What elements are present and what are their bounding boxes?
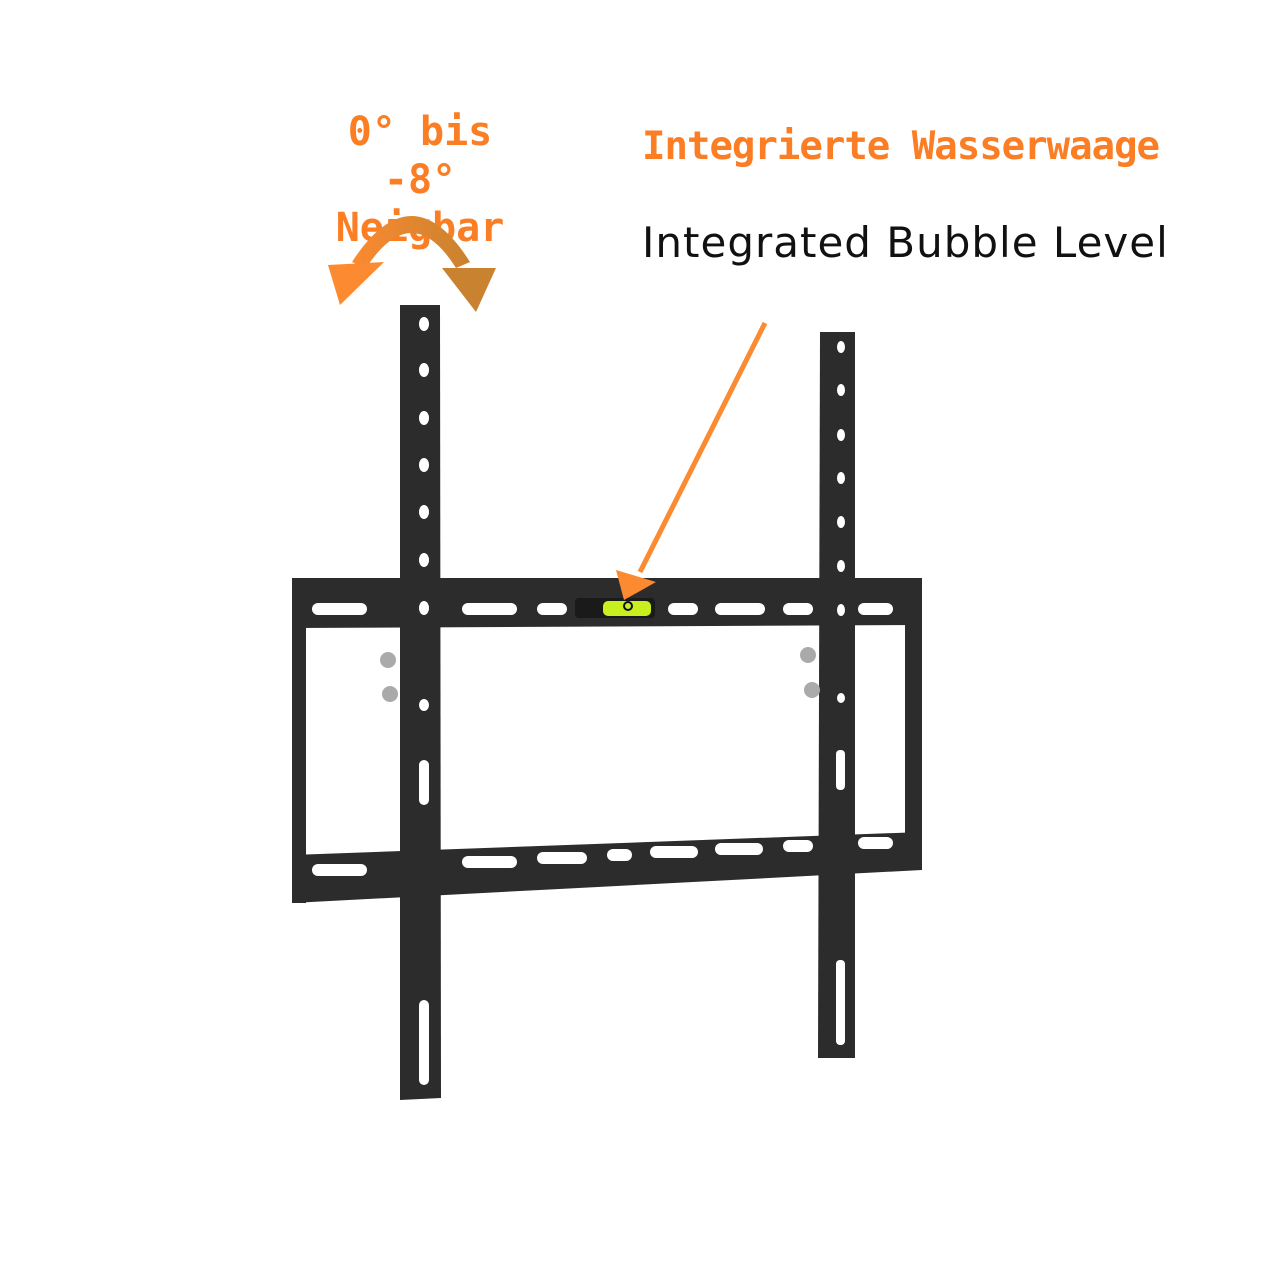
feature-title-english: Integrated Bubble Level [642, 218, 1169, 267]
bolt-icon [804, 682, 820, 698]
bubble-level-icon [575, 598, 655, 618]
bolt-icon [382, 686, 398, 702]
wall-plate-frame [292, 578, 922, 903]
feature-title-german: Integrierte Wasserwaage [642, 124, 1160, 169]
right-upright-arm [800, 332, 855, 1058]
left-upright-arm [380, 305, 441, 1100]
tilt-range-text: 0° bis -8° [347, 109, 493, 203]
bolt-icon [800, 647, 816, 663]
tilt-label: 0° bis -8° Neigbar [300, 108, 540, 252]
tilt-arrow-icon [328, 216, 496, 312]
bolt-icon [380, 652, 396, 668]
pointer-arrow-icon [616, 321, 768, 600]
